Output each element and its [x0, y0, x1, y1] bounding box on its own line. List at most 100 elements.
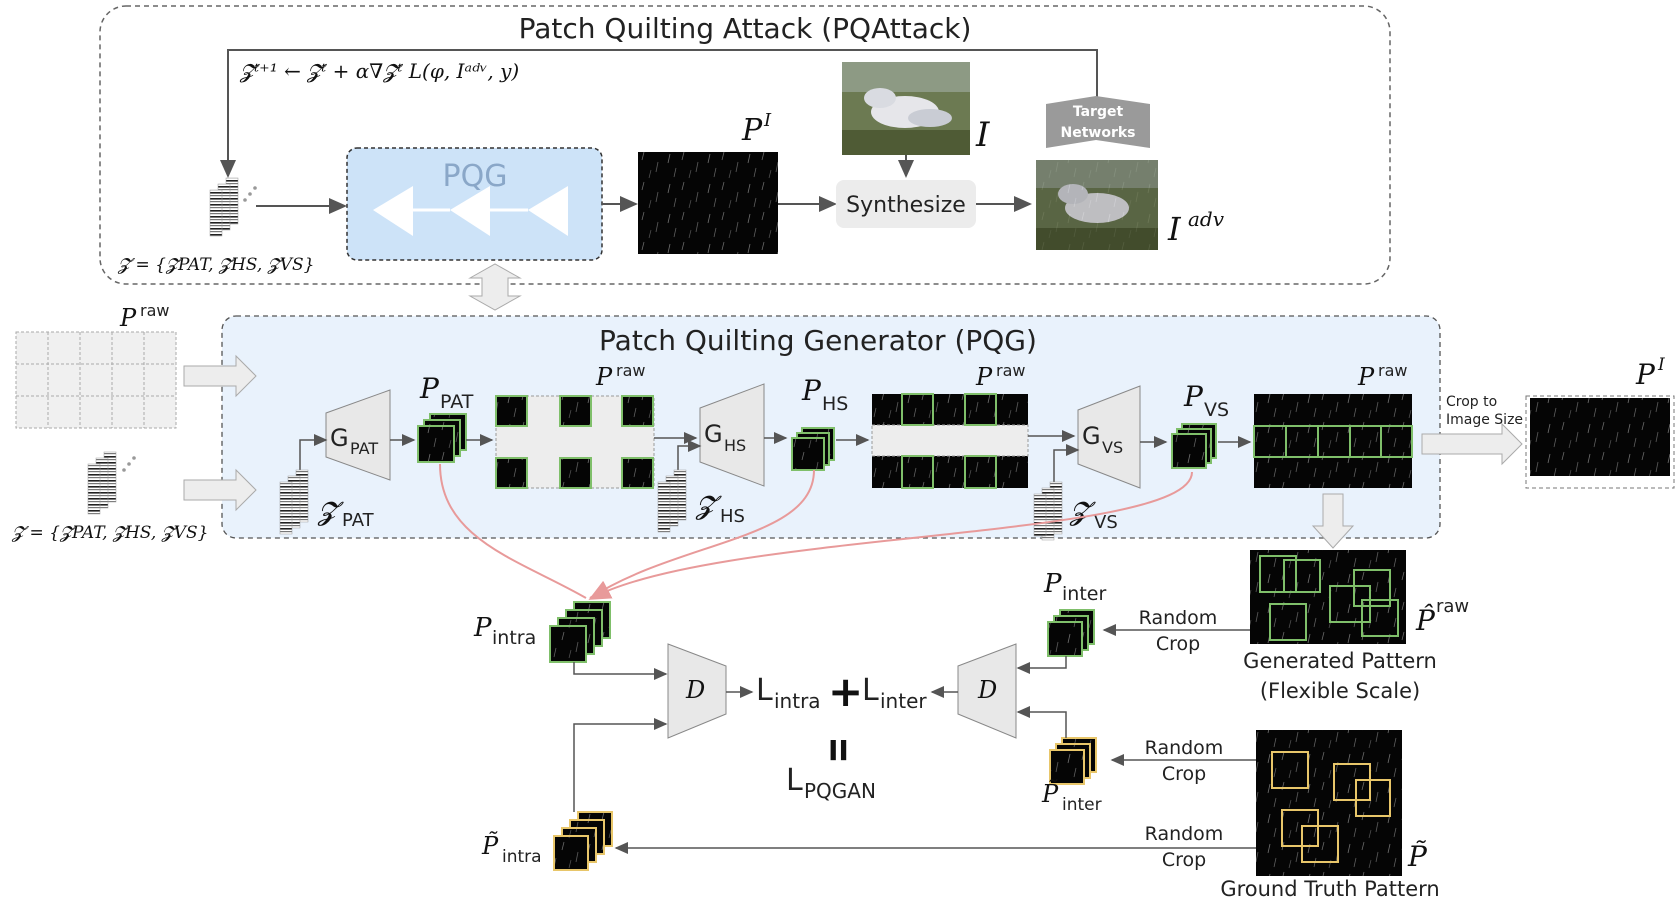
rc3b: Crop [1162, 849, 1206, 871]
p-vs-stack [1171, 423, 1217, 469]
d-left-trapezoid [667, 643, 727, 739]
p-raw-left-sup: raw [140, 301, 169, 320]
latent-stack-top [209, 177, 257, 237]
image-i-label: I [975, 115, 990, 155]
target-networks-l1: Target [1073, 104, 1124, 120]
rc2b: Crop [1162, 763, 1206, 785]
g-hs-sub: HS [724, 436, 746, 455]
z-set-left: 𝓩 = {𝓩PAT, 𝓩HS, 𝓩VS} [11, 523, 208, 543]
p-raw-2: P [595, 363, 613, 391]
p-intra-sub: intra [492, 627, 536, 649]
hs-grid [871, 393, 1029, 489]
rc1a: Random [1139, 607, 1218, 629]
p-raw-3: P [975, 363, 993, 391]
p-intra: P [473, 613, 492, 643]
p-vs-sub: VS [1204, 399, 1229, 421]
d-right: D [977, 676, 997, 704]
pt-intra: P̃ [481, 832, 499, 860]
double-arrow [468, 263, 522, 311]
fox-adv-image [1036, 160, 1158, 250]
fox-image [842, 62, 970, 155]
down-arrow [1311, 493, 1355, 549]
ground-truth-label: Ground Truth Pattern [1220, 877, 1439, 901]
p-pat: P [419, 372, 440, 405]
p-hs: P [801, 374, 822, 407]
pi-right-rain [1530, 398, 1670, 476]
l-inter: L [862, 673, 879, 708]
p-pat-sub: PAT [440, 391, 474, 413]
pt-intra-sub: intra [502, 847, 542, 867]
pi-right-label: P [1635, 358, 1656, 391]
pt-inter-stack [1049, 737, 1097, 785]
p-intra-stack [549, 601, 611, 663]
p-inter-stack [1047, 609, 1095, 657]
feedback-arrow [220, 49, 1098, 178]
p-pat-stack [417, 413, 467, 463]
g-pat-sub: PAT [350, 439, 378, 458]
hollow-arrow-2 [183, 468, 257, 512]
p-tilde: P̃ [1407, 840, 1428, 873]
pi-right-frame [1525, 395, 1675, 489]
d-right-trapezoid [957, 643, 1017, 739]
p-vs: P [1183, 380, 1204, 413]
red-arrow-vs [588, 471, 1193, 600]
d-left: D [685, 676, 705, 704]
p-inter-sub: inter [1062, 583, 1106, 605]
p-hat: P̂ [1415, 604, 1436, 637]
pi-sup: I [763, 110, 772, 131]
pt-inter-sub: inter [1062, 795, 1102, 815]
vs-grid [1253, 394, 1413, 488]
l-intra: L [756, 673, 773, 708]
l-inter-sub: inter [880, 689, 927, 713]
z-set-top: 𝓩 = {𝓩PAT, 𝓩HS, 𝓩VS} [117, 255, 314, 275]
i-adv-sup: adv [1188, 207, 1225, 231]
generated-l1: Generated Pattern [1243, 649, 1437, 673]
plus-sign: + [828, 667, 863, 716]
red-arrow-pat [439, 463, 587, 599]
rain-pattern-pi [638, 152, 778, 254]
crop-arrow [1421, 422, 1523, 466]
p-raw-4-sup: raw [1378, 361, 1407, 380]
p-hat-sup: raw [1436, 596, 1469, 617]
p-raw-left: P [119, 304, 137, 332]
l-pqgan: L [786, 763, 803, 798]
pi-right-sup: I [1657, 355, 1665, 375]
p-hs-stack [791, 427, 835, 471]
g-hs-label: G [704, 420, 723, 448]
z-hs-sub: HS [720, 506, 745, 527]
equals-sign: II [828, 734, 849, 767]
g-pat-label: G [330, 424, 349, 452]
hollow-arrow-1 [183, 354, 257, 398]
p-raw-4: P [1357, 363, 1375, 391]
pt-inter: P̃ [1041, 780, 1059, 808]
l-pqgan-sub: PQGAN [804, 779, 876, 803]
update-rule: 𝓩ᵗ⁺¹ ← 𝓩ᵗ + α∇𝓩ᵗ L(φ, Iᵃᵈᵛ, y) [239, 59, 519, 83]
i-adv-label: I [1167, 210, 1182, 248]
crop-l1: Crop to [1446, 394, 1497, 410]
l-intra-sub: intra [774, 689, 821, 713]
pqattack-panel [99, 5, 1391, 285]
pt-intra-stack [553, 811, 613, 871]
pqg-box-label: PQG [443, 159, 508, 194]
synthesize-label: Synthesize [846, 193, 966, 218]
rc1b: Crop [1156, 633, 1200, 655]
p-raw-2-sup: raw [616, 361, 645, 380]
target-networks-l2: Networks [1060, 125, 1135, 141]
ground-truth-pattern [1256, 730, 1402, 876]
generated-l2: (Flexible Scale) [1260, 679, 1420, 703]
pqg-title: Patch Quilting Generator (PQG) [599, 324, 1037, 357]
p-inter: P [1043, 569, 1062, 599]
rc3a: Random [1145, 823, 1224, 845]
red-arrow-hs [589, 469, 815, 599]
raw-grid-left [15, 331, 177, 429]
target-networks-shape [1046, 96, 1150, 148]
z-vs-sub: VS [1094, 512, 1118, 533]
g-vs-sub: VS [1102, 438, 1123, 457]
z-pat-sub: PAT [342, 510, 375, 531]
pqg-upsample-icon [373, 186, 568, 236]
p-raw-3-sup: raw [996, 361, 1025, 380]
latent-stack-pat [279, 469, 309, 535]
g-vs-label: G [1082, 422, 1101, 450]
rc2a: Random [1145, 737, 1224, 759]
